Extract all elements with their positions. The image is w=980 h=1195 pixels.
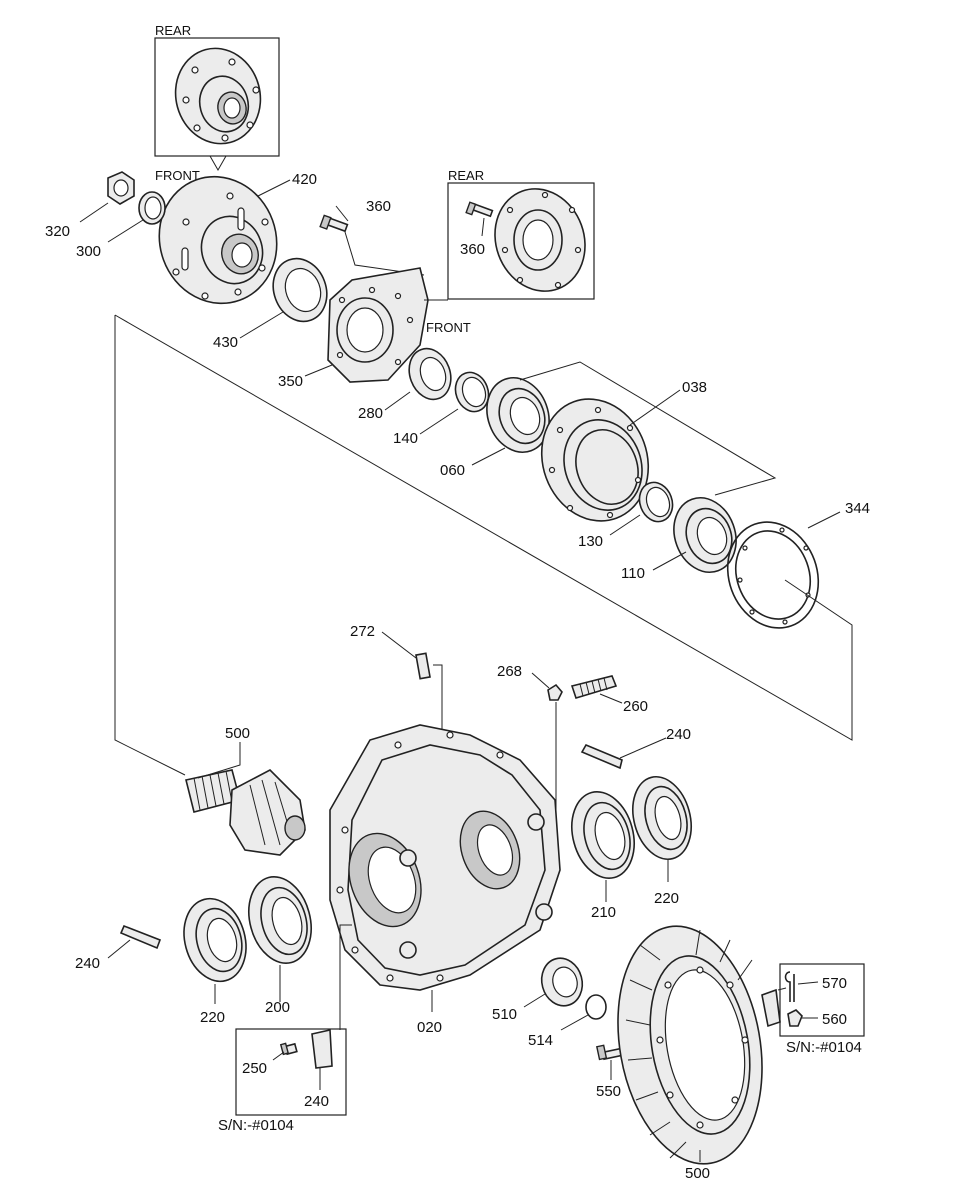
lock-plate <box>761 987 787 1028</box>
callout-320: 320 <box>45 223 70 240</box>
callout-280: 280 <box>358 405 383 422</box>
callout-240-inset: 240 <box>304 1093 329 1110</box>
caption-rear-cover: REAR <box>448 168 484 183</box>
rear-flange-inset: REAR <box>154 23 280 172</box>
bearing-280 <box>408 347 452 401</box>
housing-038 <box>519 361 777 522</box>
serial-right: S/N:-#0104 <box>786 1039 862 1056</box>
callout-020: 020 <box>417 1019 442 1036</box>
caption-front-flange: FRONT <box>155 168 200 183</box>
ring-gear-500 <box>617 925 763 1165</box>
callout-250: 250 <box>242 1060 267 1077</box>
callout-leaders <box>79 179 841 1162</box>
caption-rear-top: REAR <box>155 23 191 38</box>
callout-500-pinion: 500 <box>225 725 250 742</box>
callout-420: 420 <box>292 171 317 188</box>
bearing-200 <box>248 875 312 965</box>
bearing-110 <box>673 497 737 573</box>
callout-038: 038 <box>682 379 707 396</box>
callout-560: 560 <box>822 1011 847 1028</box>
bearing-060 <box>486 377 550 453</box>
bearing-510 <box>540 957 584 1007</box>
carrier-020 <box>329 724 561 1012</box>
pin-240-right <box>580 743 623 770</box>
callout-220-left: 220 <box>200 1009 225 1026</box>
callout-360-inset: 360 <box>460 241 485 258</box>
serial-inset-left: S/N:-#0104 <box>218 924 352 1134</box>
callout-514: 514 <box>528 1032 553 1049</box>
callout-240-right: 240 <box>666 726 691 743</box>
stud-260 <box>570 675 618 699</box>
callout-430: 430 <box>213 334 238 351</box>
callout-260: 260 <box>623 698 648 715</box>
callout-220-right: 220 <box>654 890 679 907</box>
callout-200: 200 <box>265 999 290 1016</box>
callout-268: 268 <box>497 663 522 680</box>
callout-570: 570 <box>822 975 847 992</box>
washer-268 <box>547 683 563 810</box>
callout-344: 344 <box>845 500 870 517</box>
callout-240-left: 240 <box>75 955 100 972</box>
front-flange-420: FRONT <box>155 168 278 305</box>
callout-500-ring-gear: 500 <box>685 1165 710 1182</box>
snap-ring-514 <box>585 994 607 1020</box>
callout-210: 210 <box>591 904 616 921</box>
ring-130 <box>638 481 674 523</box>
callout-300: 300 <box>76 243 101 260</box>
callout-130: 130 <box>578 533 603 550</box>
ring-140 <box>454 371 490 413</box>
rear-cover-inset: REAR <box>447 168 595 300</box>
rear-flange-drawing <box>174 47 262 145</box>
side-gear-220-left <box>183 897 247 983</box>
pinion-500 <box>185 769 306 856</box>
serial-left: S/N:-#0104 <box>218 1117 294 1134</box>
gasket-344 <box>726 521 820 629</box>
callout-272: 272 <box>350 623 375 640</box>
bearing-210 <box>571 790 635 880</box>
callout-labels: 320 300 420 360 360 430 350 280 140 060 … <box>45 171 870 1182</box>
callout-110: 110 <box>621 565 645 582</box>
callout-510: 510 <box>492 1006 517 1023</box>
callout-550: 550 <box>596 1083 621 1100</box>
callout-060: 060 <box>440 462 465 479</box>
bolt-360 <box>319 214 349 233</box>
callout-350: 350 <box>278 373 303 390</box>
seal-430 <box>272 257 328 323</box>
side-gear-220-right <box>632 775 692 861</box>
washer-300 <box>138 191 166 225</box>
nut-320 <box>107 171 135 205</box>
pin-240-left <box>119 924 162 950</box>
caption-front-cover: FRONT <box>426 320 471 335</box>
callout-360-main: 360 <box>366 198 391 215</box>
callout-140: 140 <box>393 430 418 447</box>
serial-inset-right: S/N:-#0104 <box>779 963 865 1056</box>
cover-350 <box>327 267 429 383</box>
